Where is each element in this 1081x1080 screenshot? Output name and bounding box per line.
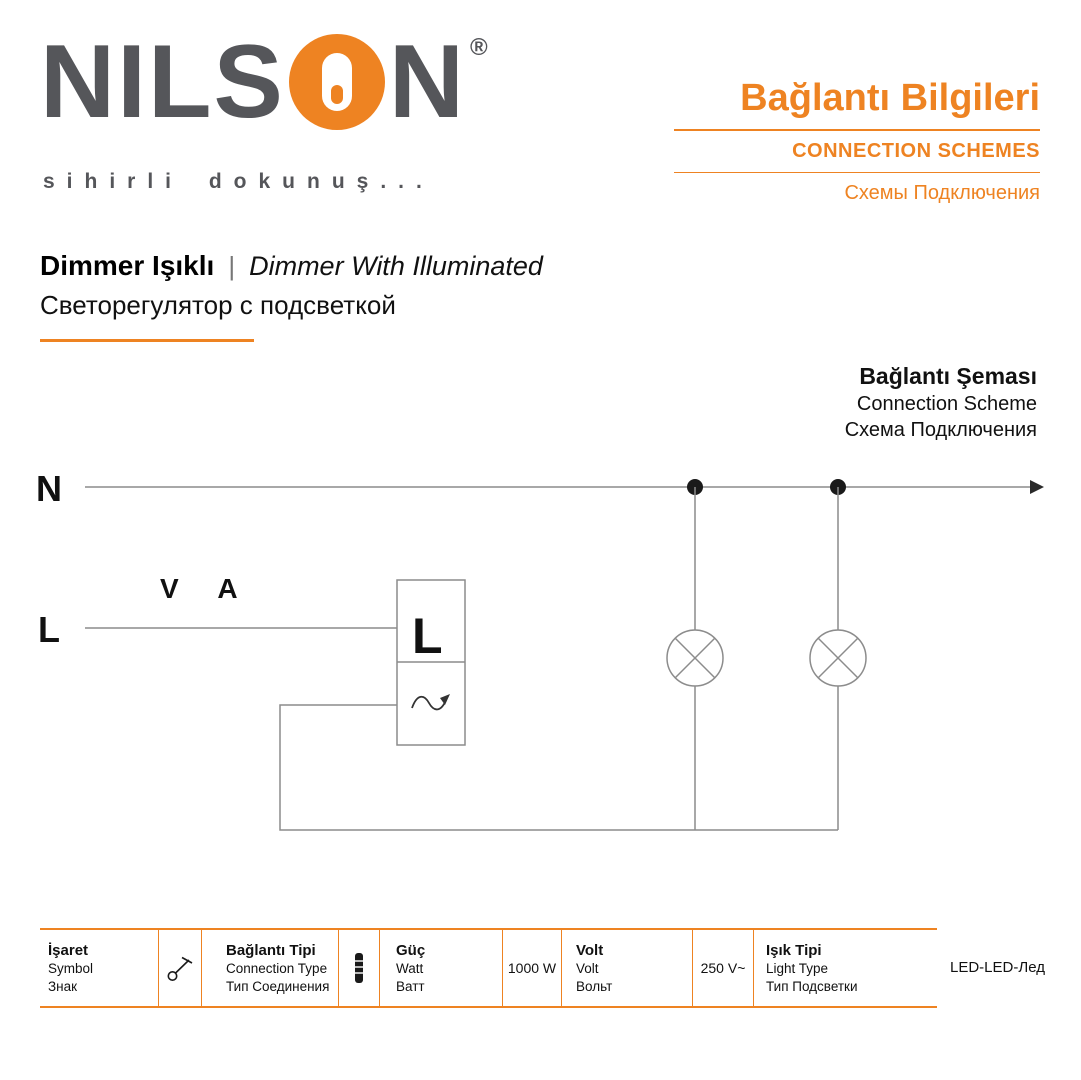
legend-symbol-en: Symbol [48, 961, 94, 977]
legend-symbol-cell [158, 930, 202, 1006]
legend-connection-cell [338, 930, 380, 1006]
legend-light-type-en: Light Type [766, 961, 829, 977]
terminal-icon [355, 953, 363, 983]
product-name-tr: Dimmer Işıklı [40, 250, 215, 281]
legend-light-type-tr: Işık Tipi [766, 941, 822, 959]
scheme-title-block: Bağlantı Şeması Connection Scheme Схема … [845, 362, 1037, 443]
legend-symbol-label: İşaret Symbol Знак [40, 930, 158, 1006]
legend-light-type-value: LED-LED-Лед [950, 959, 1045, 976]
wire-n-label: N [36, 468, 62, 509]
dimmer-switch-symbol-icon [167, 956, 193, 981]
logo-o-switch-icon [288, 34, 385, 130]
switch-box-label: L [412, 608, 443, 664]
dimmer-switch-box: L [396, 579, 466, 746]
logo-text-nils: NILS [40, 24, 285, 140]
scheme-title-ru: Схема Подключения [844, 418, 1037, 441]
legend-connection-label: Bağlantı Tipi Connection Type Тип Соедин… [202, 930, 338, 1006]
brand-tagline: sihirli dokunuş... [43, 170, 434, 193]
legend-power-en: Watt [396, 961, 424, 977]
legend-volt-value: 250 V~ [692, 930, 754, 1006]
legend-power-tr: Güç [396, 941, 426, 959]
scheme-title-en: Connection Scheme [856, 392, 1037, 415]
header-title-en: CONNECTION SCHEMES [792, 139, 1040, 162]
scheme-title-tr: Bağlantı Şeması [859, 363, 1037, 389]
page-header: Bağlantı Bilgileri CONNECTION SCHEMES Сх… [674, 77, 1040, 205]
lamp-icon [809, 629, 867, 687]
legend-light-type-label: Işık Tipi Light Type Тип Подсветки [754, 930, 937, 1006]
product-name-ru: Светорегулятор с подсветкой [40, 290, 396, 320]
wire-l-label: L [38, 609, 60, 650]
title-underline [40, 339, 254, 342]
legend-symbol-ru: Знак [48, 978, 78, 994]
logo-text-n: N [388, 24, 467, 140]
product-title-block: Dimmer Işıklı | Dimmer With Illuminated … [40, 250, 543, 342]
legend-light-type-ru: Тип Подсветки [766, 978, 858, 994]
legend-connection-en: Connection Type [226, 961, 328, 977]
legend-power-label: Güç Watt Ватт [380, 930, 502, 1006]
dimmer-symbol-icon [411, 694, 450, 711]
legend-volt-tr: Volt [576, 941, 604, 959]
header-title-ru: Схемы Подключения [844, 182, 1040, 205]
legend-connection-tr: Bağlantı Tipi [226, 941, 316, 959]
wire-return [279, 704, 838, 831]
legend-power-value: 1000 W [502, 930, 562, 1006]
registered-trademark-icon: ® [470, 34, 488, 61]
lamp-icon [666, 629, 724, 687]
header-divider-top [674, 128, 1040, 131]
product-title-separator: | [228, 251, 236, 281]
wire-arrow-icon [1030, 480, 1044, 494]
va-label: V A [160, 573, 254, 604]
legend-symbol-tr: İşaret [48, 941, 89, 959]
legend-row: İşaret Symbol Знак Bağlantı Tipi Connect… [40, 928, 937, 1008]
legend-power-ru: Ватт [396, 978, 425, 994]
legend-connection-ru: Тип Соединения [226, 978, 330, 994]
circuit-diagram: N L V A L [36, 468, 1044, 831]
product-name-en: Dimmer With Illuminated [249, 251, 543, 281]
legend-volt-en: Volt [576, 961, 599, 977]
legend-volt-label: Volt Volt Вольт [562, 930, 692, 1006]
legend-volt-ru: Вольт [576, 978, 613, 994]
brand-logo: NILS N ® [40, 30, 488, 134]
header-title-tr: Bağlantı Bilgileri [740, 77, 1040, 119]
header-divider-bottom [674, 171, 1040, 174]
